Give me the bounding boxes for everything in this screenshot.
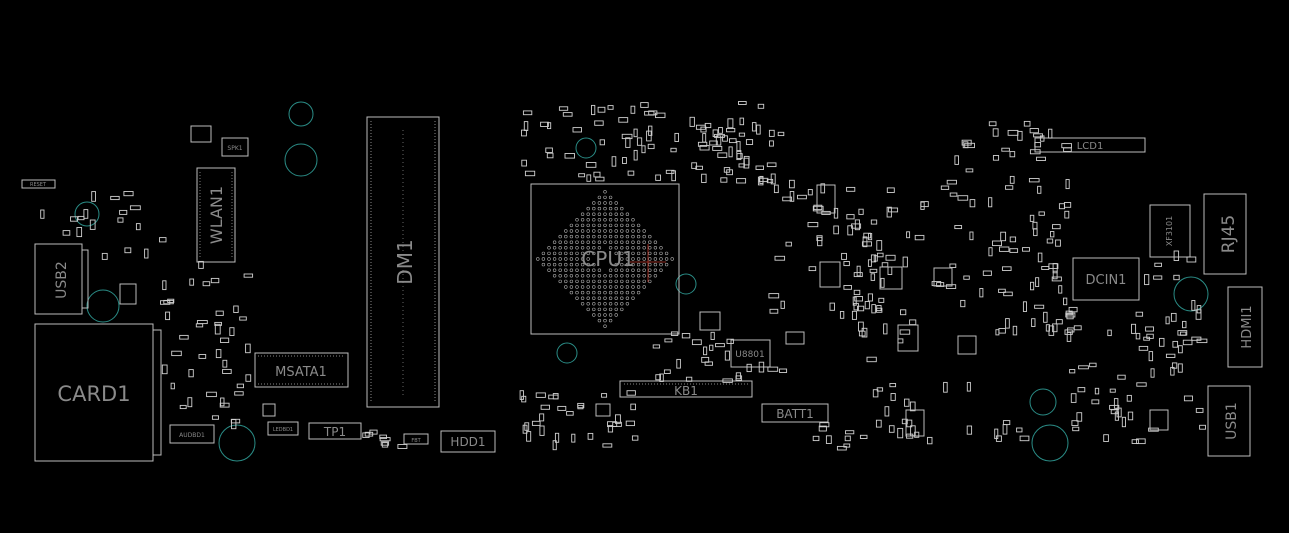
mounting-holes — [74, 101, 1209, 462]
u8801-chip: U8801 — [730, 339, 771, 368]
card1-connector: CARD1 — [34, 323, 162, 462]
audbd1-connector: AUDBD1 — [169, 424, 215, 444]
hdmi1-label: HDMI1 — [1240, 305, 1255, 348]
msata1-label: MSATA1 — [275, 365, 327, 380]
lcd1-label: LCD1 — [1077, 141, 1104, 152]
xf3101-label: XF3101 — [1165, 216, 1174, 246]
hdd1-connector: HDD1 — [440, 430, 496, 453]
card1-label: CARD1 — [57, 382, 130, 406]
fbt-label: FBT — [411, 438, 421, 444]
hdmi1-connector: HDMI1 — [1227, 286, 1263, 368]
wlan1-label: WLAN1 — [207, 186, 226, 244]
tp1-connector: TP1 — [308, 422, 362, 440]
wlan1-slot: WLAN1 — [196, 167, 236, 263]
audbd1-label: AUDBD1 — [179, 432, 205, 439]
batt1-label: BATT1 — [776, 407, 814, 421]
usb2-label: USB2 — [54, 261, 70, 299]
spk1-connector: SPK1 — [221, 137, 249, 157]
xf3101-transformer: XF3101 — [1149, 204, 1191, 258]
dcin1-label: DCIN1 — [1086, 273, 1127, 288]
cpu1-chip: CPU1 — [530, 183, 680, 335]
usb1-connector: USB1 — [1207, 385, 1251, 457]
usb1-label: USB1 — [1224, 402, 1240, 440]
u8801-label: U8801 — [735, 350, 765, 360]
fbt-connector: FBT — [403, 433, 429, 445]
ledbd1-label: LEDBD1 — [273, 427, 293, 433]
rj45-connector: RJ45 — [1203, 193, 1247, 275]
reset-label: RESET — [30, 182, 47, 188]
dm1-label: DM1 — [393, 239, 417, 284]
batt1-connector: BATT1 — [761, 403, 829, 423]
msata1-slot: MSATA1 — [254, 352, 349, 388]
spk1-label: SPK1 — [227, 145, 242, 152]
rj45-label: RJ45 — [1219, 215, 1239, 253]
reset-switch: RESET — [21, 179, 56, 189]
hdd1-label: HDD1 — [450, 435, 485, 449]
usb2-connector: USB2 — [34, 243, 89, 315]
cpu1-label: CPU1 — [581, 247, 634, 271]
dcin1-connector: DCIN1 — [1072, 257, 1140, 301]
ledbd1-connector: LEDBD1 — [267, 421, 299, 436]
small-components — [40, 101, 1208, 451]
dm1-slot: DM1 — [366, 116, 440, 408]
tp1-label: TP1 — [323, 425, 346, 439]
kb1-label: KB1 — [674, 384, 698, 398]
